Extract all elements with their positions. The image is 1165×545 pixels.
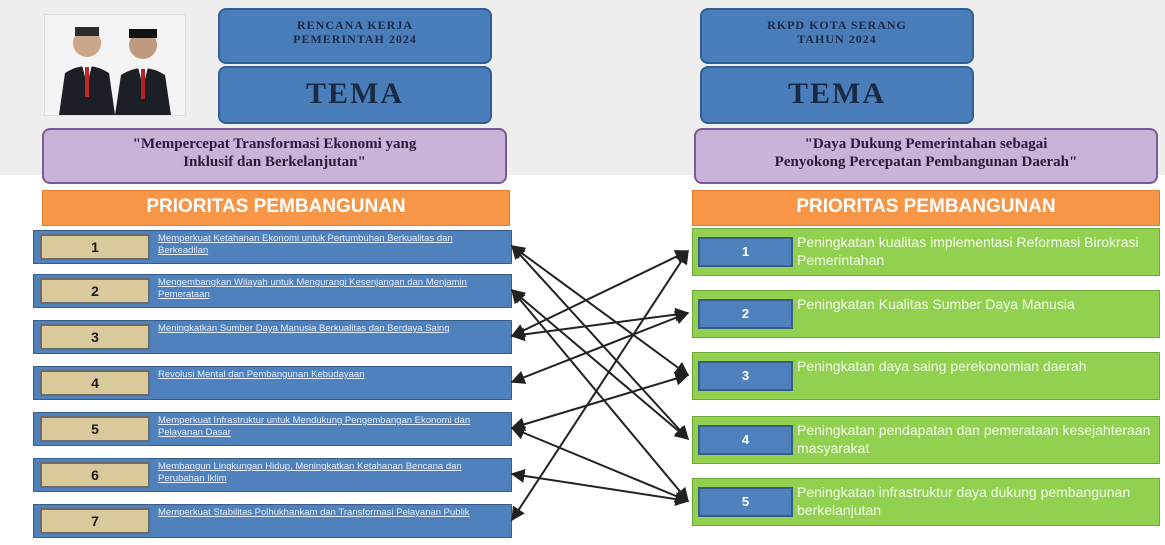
- left-priority-number: 4: [40, 370, 150, 396]
- connection-arrow: [511, 249, 689, 522]
- left-tema-box: TEMA: [218, 66, 492, 124]
- left-priority-number: 6: [40, 462, 150, 488]
- right-priority-row: 4 Peningkatan pendapatan dan pemerataan …: [692, 416, 1160, 464]
- connection-arrow: [510, 307, 690, 342]
- left-priority-row: 4 Revolusi Mental dan Pembangunan Kebuda…: [33, 366, 512, 400]
- right-header-title: RKPD KOTA SERANG TAHUN 2024: [767, 18, 907, 46]
- left-priority-text: Memperkuat Stabilitas Polhukhankam dan T…: [158, 507, 470, 518]
- left-priority-text: Meningkatkan Sumber Daya Manusia Berkual…: [158, 323, 450, 334]
- right-priority-text: Peningkatan daya saing perekonomian daer…: [797, 358, 1087, 374]
- left-priority-row: 1 Memperkuat Ketahanan Ekonomi untuk Per…: [33, 230, 512, 264]
- left-header-title: RENCANA KERJA PEMERINTAH 2024: [293, 18, 417, 46]
- right-priority-text: Peningkatan infrastruktur daya dukung pe…: [797, 484, 1131, 518]
- connection-arrow: [510, 371, 690, 432]
- right-priority-number: 1: [698, 237, 793, 267]
- left-priority-row: 5 Memperkuat Infrastruktur untuk Menduku…: [33, 412, 512, 446]
- left-priority-text: Memperkuat Infrastruktur untuk Mendukung…: [158, 415, 471, 438]
- right-priorities-header: PRIORITAS PEMBANGUNAN: [692, 190, 1160, 226]
- left-priority-text: Revolusi Mental dan Pembangunan Kebudaya…: [158, 369, 365, 380]
- right-tema-box: TEMA: [700, 66, 974, 124]
- leaders-photo: [44, 14, 186, 116]
- connection-arrow: [510, 426, 690, 503]
- right-priority-row: 3 Peningkatan daya saing perekonomian da…: [692, 352, 1160, 400]
- right-priority-row: 1 Peningkatan kualitas implementasi Refo…: [692, 228, 1160, 276]
- left-priorities-label: PRIORITAS PEMBANGUNAN: [146, 196, 406, 217]
- left-priorities-header: PRIORITAS PEMBANGUNAN: [42, 190, 510, 226]
- connection-arrow: [511, 288, 689, 503]
- right-priority-number: 3: [698, 361, 793, 391]
- right-priority-number: 2: [698, 299, 793, 329]
- left-priority-row: 2 Mengembangkan Wilayah untuk Mengurangi…: [33, 274, 512, 308]
- left-priority-row: 3 Meningkatkan Sumber Daya Manusia Berku…: [33, 320, 512, 354]
- right-priority-text: Peningkatan kualitas implementasi Reform…: [797, 234, 1139, 268]
- right-priority-row: 5 Peningkatan infrastruktur daya dukung …: [692, 478, 1160, 526]
- right-theme-box: "Daya Dukung Pemerintahan sebagai Penyok…: [694, 128, 1158, 184]
- left-priority-number: 5: [40, 416, 150, 442]
- left-priority-number: 3: [40, 324, 150, 350]
- left-priority-row: 7 Memperkuat Stabilitas Polhukhankam dan…: [33, 504, 512, 538]
- connection-arrow: [510, 289, 690, 440]
- right-priority-number: 5: [698, 487, 793, 517]
- right-priority-text: Peningkatan pendapatan dan pemerataan ke…: [797, 422, 1151, 456]
- connection-arrow: [511, 244, 689, 441]
- left-priority-row: 6 Membangun Lingkungan Hidup, Meningkatk…: [33, 458, 512, 492]
- left-priority-number: 7: [40, 508, 150, 534]
- right-header-box: RKPD KOTA SERANG TAHUN 2024: [700, 8, 974, 64]
- left-tema-label: TEMA: [306, 77, 404, 110]
- left-header-box: RENCANA KERJA PEMERINTAH 2024: [218, 8, 492, 64]
- connection-arrow: [510, 245, 690, 376]
- left-priority-number: 1: [40, 234, 150, 260]
- right-priority-number: 4: [698, 425, 793, 455]
- right-tema-label: TEMA: [788, 77, 886, 110]
- right-priority-row: 2 Peningkatan Kualitas Sumber Daya Manus…: [692, 290, 1160, 338]
- right-theme-text: "Daya Dukung Pemerintahan sebagai Penyok…: [774, 136, 1078, 170]
- left-priority-number: 2: [40, 278, 150, 304]
- left-priority-text: Memperkuat Ketahanan Ekonomi untuk Pertu…: [158, 233, 453, 256]
- left-theme-text: "Mempercepat Transformasi Ekonomi yang I…: [132, 136, 417, 170]
- right-priorities-label: PRIORITAS PEMBANGUNAN: [796, 196, 1056, 217]
- left-priority-text: Membangun Lingkungan Hidup, Meningkatkan…: [158, 461, 462, 484]
- left-priority-text: Mengembangkan Wilayah untuk Mengurangi K…: [158, 277, 467, 300]
- left-theme-box: "Mempercepat Transformasi Ekonomi yang I…: [42, 128, 507, 184]
- right-priority-text: Peningkatan Kualitas Sumber Daya Manusia: [797, 296, 1075, 312]
